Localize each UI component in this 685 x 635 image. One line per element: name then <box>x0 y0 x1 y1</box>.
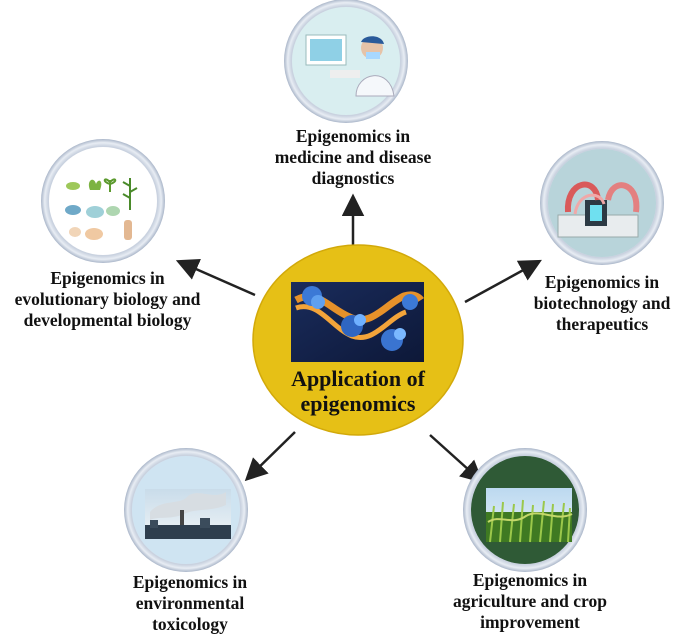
label-agriculture-line-3: improvement <box>480 612 580 632</box>
label-evolution-line-2: evolutionary biology and <box>14 289 201 309</box>
label-evolution-line-3: developmental biology <box>23 310 192 330</box>
label-agriculture-line-1: Epigenomics in <box>472 570 588 590</box>
node-medicine <box>284 0 408 123</box>
label-evolution: Epigenomics in evolutionary biology and … <box>0 268 215 331</box>
arrow-to-evolution <box>175 258 256 297</box>
label-agriculture: Epigenomics in agriculture and crop impr… <box>440 570 620 633</box>
label-biotech: Epigenomics in biotechnology and therape… <box>522 272 682 335</box>
label-biotech-line-1: Epigenomics in <box>544 272 660 292</box>
arrow-to-environment <box>244 431 296 482</box>
lab-equipment-tubes-icon <box>557 181 640 238</box>
label-medicine: Epigenomics in medicine and disease diag… <box>248 126 458 189</box>
label-biotech-line-2: biotechnology and <box>533 293 671 313</box>
center-label: Application of epigenomics <box>258 366 458 416</box>
label-medicine-line-2: medicine and disease <box>274 147 432 167</box>
arrows <box>175 193 542 484</box>
label-environment: Epigenomics in environmental toxicology <box>110 572 270 635</box>
arrow-to-agriculture <box>429 434 484 484</box>
node-biotech <box>540 141 664 265</box>
arrow-to-biotech <box>464 259 542 304</box>
industrial-smoke-icon <box>145 489 231 539</box>
label-biotech-line-3: therapeutics <box>555 314 649 334</box>
lab-scientist-microscope-icon <box>305 34 395 97</box>
node-evolution <box>41 139 165 263</box>
node-environment <box>124 448 248 572</box>
center-label-line-1: Application of <box>291 366 425 391</box>
label-medicine-line-3: diagnostics <box>311 168 395 188</box>
label-medicine-line-1: Epigenomics in <box>295 126 411 146</box>
center-node <box>252 244 464 436</box>
center-label-line-2: epigenomics <box>300 391 416 416</box>
corn-field-icon <box>486 488 573 543</box>
node-agriculture <box>463 448 587 572</box>
label-agriculture-line-2: agriculture and crop <box>453 591 607 611</box>
label-environment-line-3: toxicology <box>152 614 228 634</box>
label-environment-line-2: environmental <box>135 593 245 613</box>
plant-and-organism-development-icon <box>65 178 138 240</box>
label-environment-line-1: Epigenomics in <box>132 572 248 592</box>
dna-nucleosome-icon <box>291 282 424 362</box>
label-evolution-line-1: Epigenomics in <box>50 268 165 288</box>
